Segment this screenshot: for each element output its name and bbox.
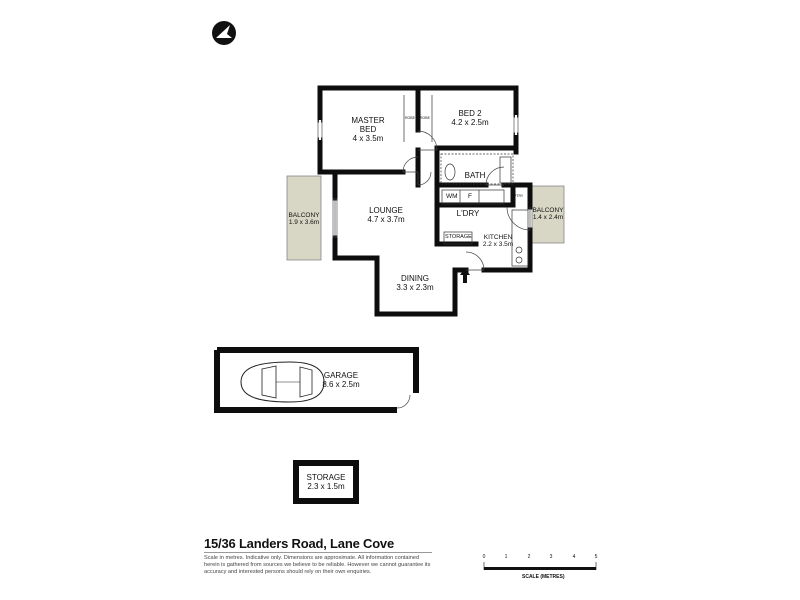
room-balcony-left: BALCONY 1.9 x 3.6m [288,212,320,227]
scale-tick-label: 3 [549,554,553,560]
room-garage: GARAGE 8.6 x 2.5m [316,371,366,389]
room-balcony-right: BALCONY 1.4 x 2.4m [532,207,564,222]
scale-tick-label: 2 [527,554,531,560]
scale-title: SCALE (METRES) [522,574,565,580]
room-dimension: 1.9 x 3.6m [288,219,320,227]
room-lounge: LOUNGE 4.7 x 3.7m [356,206,416,224]
robe-label-1: ROBE [405,116,415,120]
north-arrow-icon [212,21,236,45]
room-name: L'DRY [456,209,480,218]
room-kitchen: KITCHEN 2.2 x 3.5m [478,234,518,249]
room-storage-outer: STORAGE 2.3 x 1.5m [303,473,349,491]
room-name: DINING [401,274,429,283]
room-name: BALCONY [288,212,320,219]
room-name: GARAGE [323,371,359,380]
room-dimension: 3.3 x 2.3m [396,283,434,293]
room-bed-2: BED 2 4.2 x 2.5m [442,109,498,127]
pantry-label: PTRY [514,194,524,198]
scale-tick-label: 1 [504,554,508,560]
room-dimension: 4 x 3.5m [352,134,384,144]
entry-arrow-icon [460,268,470,283]
scale-bar [483,562,597,570]
scale-tick-label: 0 [482,554,486,560]
scale-tick-label: 4 [572,554,576,560]
fixtures [403,95,529,267]
room-dining: DINING 3.3 x 2.3m [390,274,440,292]
room-name: BED 2 [458,109,482,118]
balcony-right-area [531,185,565,244]
divider [204,552,432,553]
room-dimension: 4.7 x 3.7m [367,215,405,225]
room-storage-inner: STORAGE [445,234,472,240]
balcony-left-area [286,175,322,261]
scale-tick-label: 5 [594,554,598,560]
disclaimer-text: Scale in metres. Indicative only. Dimens… [204,555,431,575]
car-icon [240,361,325,403]
room-dimension: 1.4 x 2.4m [532,214,564,222]
storage-outer-walls [293,460,359,504]
room-name: STORAGE [306,473,346,482]
doors [334,130,531,409]
room-name: BED [359,125,377,135]
room-name: LOUNGE [369,206,403,215]
room-master-bed: MASTER BED 4 x 3.5m [340,116,396,144]
room-name: BALCONY [532,207,564,214]
fridge-label: F [468,193,472,200]
washing-machine-label: WM [446,193,458,200]
windows [317,115,519,238]
room-laundry: L'DRY [452,209,484,218]
room-dimension: 4.2 x 2.5m [451,118,489,128]
room-name: MASTER [351,116,385,125]
robe-label-2: ROBE [420,116,430,120]
room-dimension: 2.2 x 3.5m [482,241,514,249]
room-name: KITCHEN [483,234,513,241]
room-bath: BATH [458,171,492,180]
property-address: 15/36 Landers Road, Lane Cove [204,536,394,551]
room-dimension: 8.6 x 2.5m [322,380,360,390]
room-dimension: 2.3 x 1.5m [307,482,345,492]
room-name: BATH [464,171,486,180]
garage-walls [214,347,419,413]
